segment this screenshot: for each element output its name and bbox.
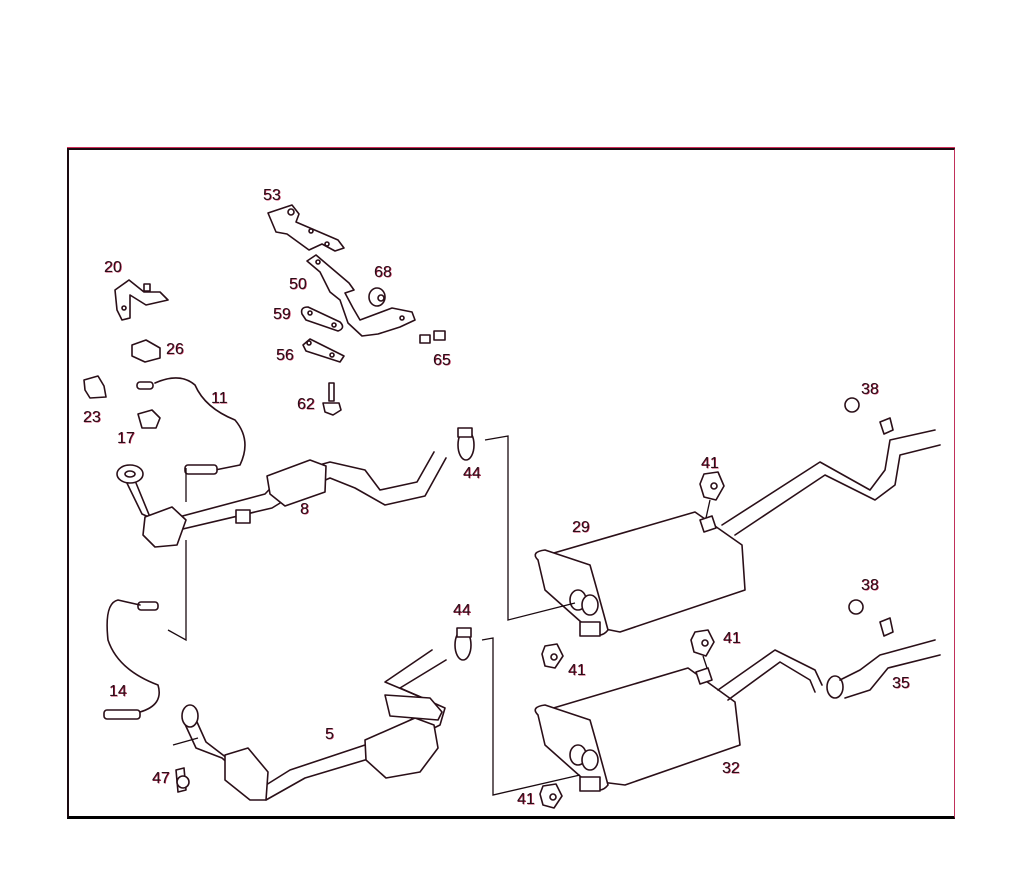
- oxygen-sensor-11: [136, 377, 246, 475]
- muffler-32: [534, 649, 823, 792]
- callout-14: 14: [109, 683, 127, 700]
- callout-41-c: 41: [568, 662, 586, 679]
- callout-53: 53: [263, 187, 281, 204]
- diagram-frame: [67, 148, 955, 819]
- callout-68: 68: [374, 264, 392, 281]
- nut-38-upper: [844, 397, 894, 435]
- callout-38-upper: 38: [861, 381, 879, 398]
- callout-44-upper: 44: [463, 465, 481, 482]
- plate-56: [302, 338, 345, 363]
- rubber-mount-68: [368, 287, 386, 307]
- callout-8: 8: [300, 501, 309, 518]
- rubber-mount-41-a: [699, 471, 725, 501]
- callout-11: 11: [211, 390, 228, 407]
- callout-32: 32: [722, 760, 740, 777]
- front-pipe-8: [116, 449, 447, 548]
- callout-35: 35: [892, 675, 910, 692]
- callout-29: 29: [572, 519, 590, 536]
- callout-41-a: 41: [701, 455, 719, 472]
- bracket-53: [267, 204, 345, 252]
- callout-62: 62: [297, 396, 315, 413]
- callout-41-d: 41: [517, 791, 535, 808]
- callout-59: 59: [273, 306, 291, 323]
- callout-17: 17: [117, 430, 135, 447]
- nut-38-lower: [848, 599, 894, 637]
- clip-23: [83, 375, 107, 399]
- callout-65: 65: [433, 352, 451, 369]
- leader-lines: [167, 435, 711, 796]
- callout-38-lower: 38: [861, 577, 879, 594]
- front-pipe-5: [175, 649, 447, 801]
- plate-59: [300, 306, 344, 332]
- callout-26: 26: [166, 341, 184, 358]
- bolt-62: [322, 382, 342, 416]
- callout-47: 47: [152, 770, 170, 787]
- tail-pipe-35: [826, 639, 941, 699]
- oxygen-sensor-14: [103, 599, 160, 720]
- rubber-mount-41-b: [690, 629, 715, 657]
- callout-44-lower: 44: [453, 602, 471, 619]
- callout-5: 5: [325, 726, 334, 743]
- muffler-29: [534, 429, 941, 637]
- rubber-mount-41-c: [541, 643, 564, 669]
- bolt-nut-65: [419, 330, 446, 344]
- clip-26: [131, 339, 161, 363]
- clamp-44-upper: [457, 427, 475, 461]
- callout-20: 20: [104, 259, 122, 276]
- callout-50: 50: [289, 276, 307, 293]
- clip-17: [137, 409, 161, 429]
- hanger-bracket-50: [306, 254, 416, 337]
- clamp-44-lower: [454, 627, 472, 661]
- callout-23: 23: [83, 409, 101, 426]
- callout-41-b: 41: [723, 630, 741, 647]
- bracket-20: [114, 279, 169, 321]
- rubber-mount-41-d: [539, 783, 563, 809]
- callout-56: 56: [276, 347, 294, 364]
